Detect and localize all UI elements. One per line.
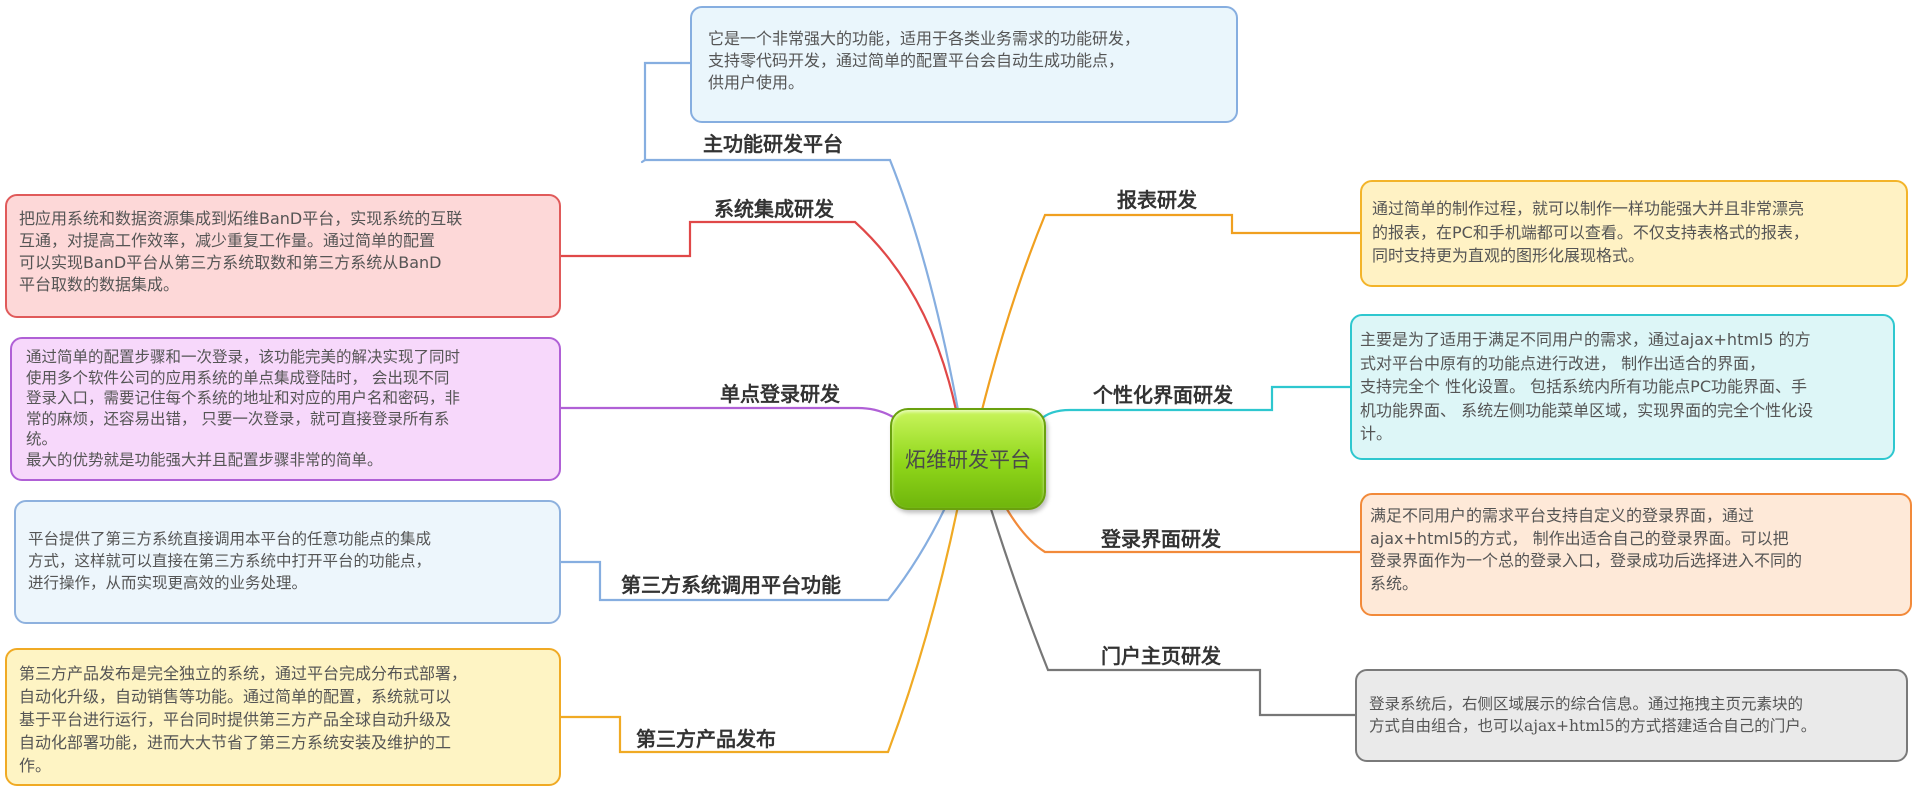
link-sys <box>559 220 958 412</box>
topic-sso-label[interactable]: 单点登录研发 <box>720 382 840 406</box>
note-third: 平台提供了第三方系统直接调用本平台的任意功能点的集成 方式，这样就可以直接在第三… <box>14 500 561 624</box>
note-login: 满足不同用户的需求平台支持自定义的登录界面，通过 ajax+html5的方式， … <box>1360 493 1912 616</box>
topic-prod-label[interactable]: 第三方产品发布 <box>636 727 776 751</box>
topic-main-label[interactable]: 主功能研发平台 <box>703 132 843 156</box>
link-login <box>1003 504 1362 554</box>
link-rep <box>980 213 1362 412</box>
note-portal: 登录系统后，右侧区域展示的综合信息。通过拖拽主页元素块的 方式自由组合，也可以a… <box>1355 669 1908 762</box>
topic-sys-label[interactable]: 系统集成研发 <box>714 197 834 221</box>
note-prod: 第三方产品发布是完全独立的系统，通过平台完成分布式部署， 自动化升级，自动销售等… <box>5 648 561 786</box>
note-main: 它是一个非常强大的功能，适用于各类业务需求的功能研发， 支持零代码开发，通过简单… <box>690 6 1238 123</box>
link-prod <box>559 504 960 754</box>
link-sso <box>559 406 900 422</box>
note-rep: 通过简单的制作过程，就可以制作一样功能强大并且非常漂亮 的报表，在PC和手机端都… <box>1360 180 1908 287</box>
topic-ui-label[interactable]: 个性化界面研发 <box>1093 383 1233 407</box>
link-main-tail <box>640 158 647 164</box>
topic-rep-label[interactable]: 报表研发 <box>1117 188 1197 212</box>
center-topic[interactable]: 炻维研发平台 <box>890 408 1046 510</box>
topic-third-label[interactable]: 第三方系统调用平台功能 <box>621 573 841 597</box>
link-portal <box>988 504 1357 717</box>
note-sys: 把应用系统和数据资源集成到炻维BanD平台，实现系统的互联 互通，对提高工作效率… <box>5 194 561 318</box>
link-third <box>559 504 948 602</box>
note-ui: 主要是为了适用于满足不同用户的需求，通过ajax+html5 的方 式对平台中原… <box>1350 314 1895 460</box>
note-sso: 通过简单的配置步骤和一次登录，该功能完美的解决实现了同时 使用多个软件公司的应用… <box>10 337 561 481</box>
topic-login-label[interactable]: 登录界面研发 <box>1101 527 1221 551</box>
link-main <box>643 61 960 412</box>
topic-portal-label[interactable]: 门户主页研发 <box>1101 644 1221 668</box>
